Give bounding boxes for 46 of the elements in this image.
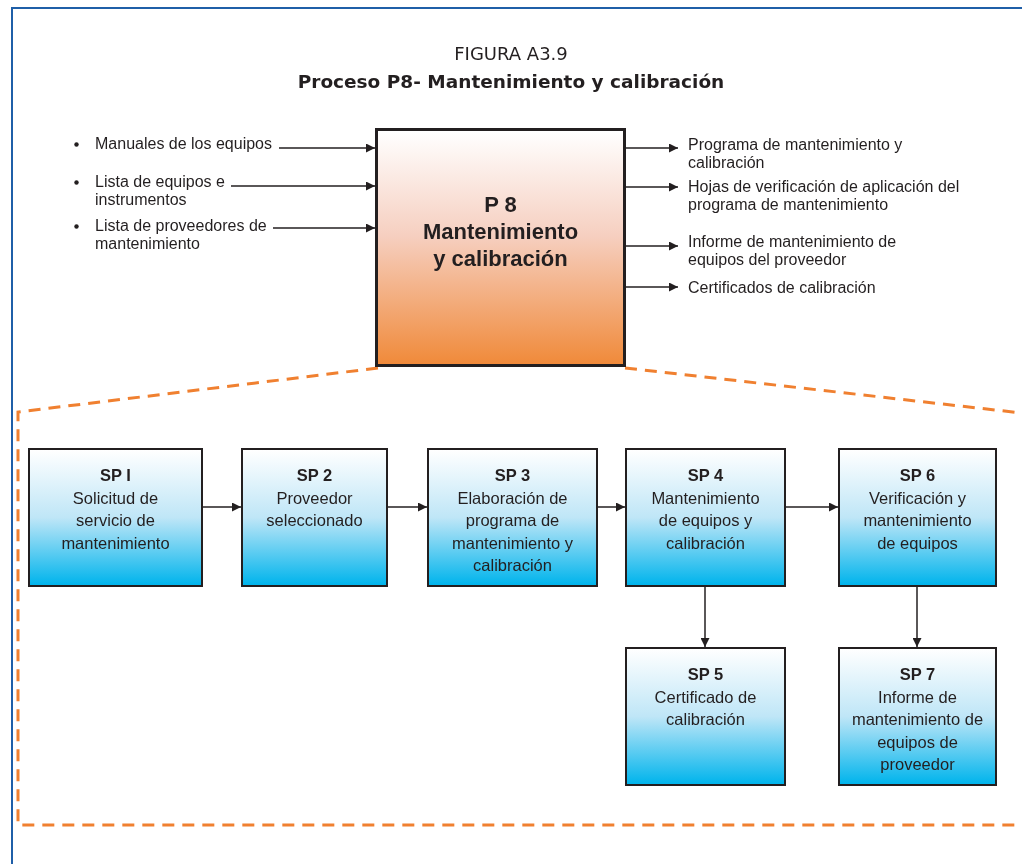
- box-text: Mantenimiento de equipos y calibración: [650, 487, 761, 554]
- arrow: [625, 282, 679, 292]
- arrow: [230, 181, 376, 191]
- box-heading: SP 5: [687, 665, 724, 683]
- box-heading: SP 2: [296, 466, 333, 484]
- box-text: Elaboración de programa de mantenimiento y calibración: [450, 487, 575, 576]
- box-heading: SP 3: [494, 466, 531, 484]
- arrow: [912, 586, 922, 648]
- box-text: Proveedor seleccionado: [265, 487, 364, 531]
- subprocess-box: [427, 448, 598, 587]
- box-heading: SP 7: [899, 665, 936, 683]
- output-text: Certificados de calibración: [688, 279, 877, 297]
- arrow: [625, 182, 679, 192]
- box-heading: SP 6: [899, 466, 936, 484]
- box-text: Solicitud de servicio de mantenimiento: [60, 487, 171, 554]
- figure-number: FIGURA A3.9: [453, 43, 569, 64]
- output-text: Informe de mantenimiento de equipos del proveedor: [688, 233, 898, 269]
- subprocess-box: [625, 448, 786, 587]
- box-text: Mantenimiento y calibración: [421, 218, 580, 272]
- arrow: [278, 143, 376, 153]
- output-text: Hojas de verificación de aplicación del programa de mantenimiento: [688, 178, 961, 214]
- input-text: Lista de proveedores de mantenimiento: [95, 217, 268, 253]
- input-text: Manuales de los equipos: [95, 135, 273, 153]
- process-box: [375, 128, 626, 367]
- box-heading: SP I: [100, 466, 131, 484]
- subprocess-box: [838, 647, 997, 786]
- arrow: [387, 502, 428, 512]
- box-heading: SP 4: [687, 466, 724, 484]
- subprocess-box: [28, 448, 203, 587]
- arrow: [597, 502, 626, 512]
- arrow: [202, 502, 242, 512]
- subprocess-box: [625, 647, 786, 786]
- box-text: Informe de mantenimiento de equipos de proveedor: [850, 686, 985, 775]
- arrow: [700, 586, 710, 648]
- diagram-title: Proceso P8- Mantenimiento y calibración: [296, 71, 726, 92]
- output-text: Programa de mantenimiento y calibración: [688, 136, 904, 172]
- box-heading: P 8: [484, 192, 517, 217]
- arrow: [625, 143, 679, 153]
- subprocess-box: [241, 448, 388, 587]
- box-text: Verificación y mantenimiento de equipos: [862, 487, 973, 554]
- arrow: [785, 502, 839, 512]
- arrow: [625, 241, 679, 251]
- subprocess-box: [838, 448, 997, 587]
- box-text: Certificado de calibración: [653, 686, 758, 730]
- arrow: [272, 223, 376, 233]
- input-text: Lista de equipos e instrumentos: [95, 173, 226, 209]
